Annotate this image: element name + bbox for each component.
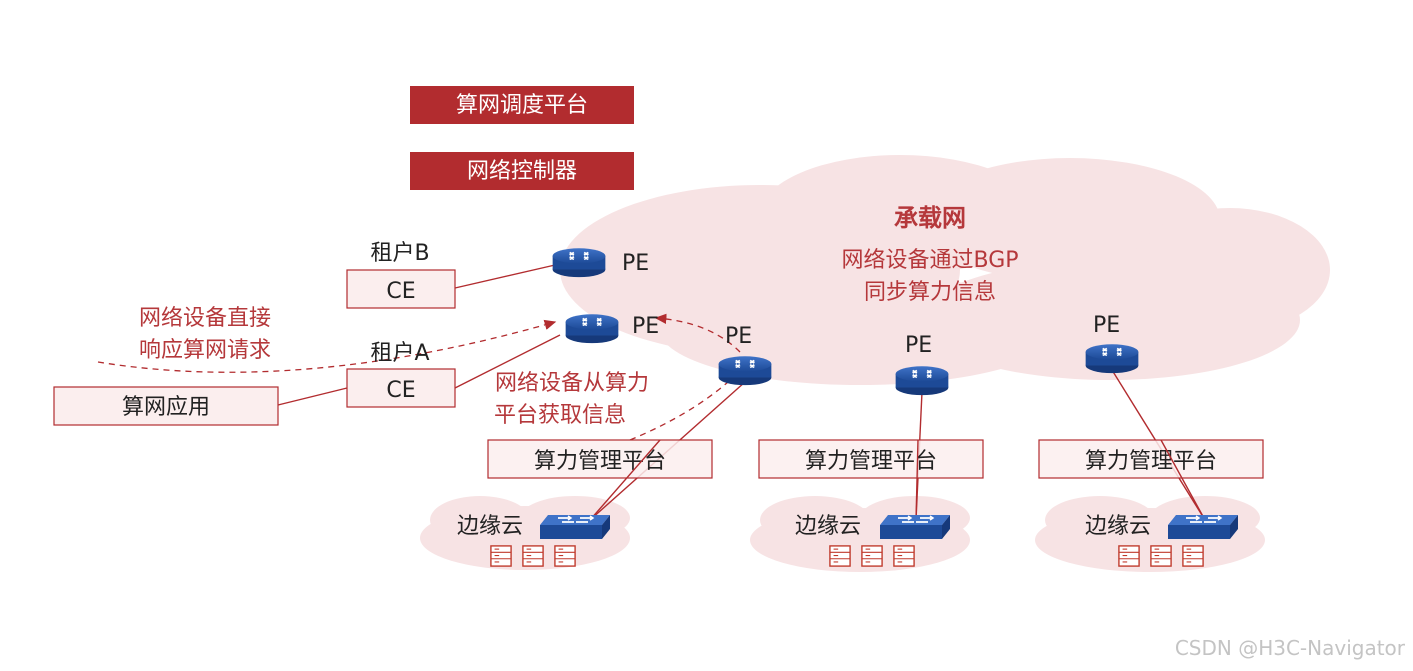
pe-label-3: PE <box>1093 313 1120 338</box>
tenant-a-label: 租户A <box>370 341 429 366</box>
link-app-ce-a <box>277 387 348 406</box>
scheduling-platform-label: 算网调度平台 <box>456 93 588 118</box>
note-direct-line1: 网络设备直接 <box>139 306 271 331</box>
server-icon <box>1150 545 1172 567</box>
server-icon <box>1118 545 1140 567</box>
edge-cloud-label-1: 边缘云 <box>457 514 523 539</box>
edge-cloud-label-2: 边缘云 <box>795 514 861 539</box>
server-icon <box>1182 545 1204 567</box>
ce-box-tenant-a <box>346 368 456 408</box>
dashed-arrow-pe-to-pe <box>654 313 741 353</box>
bearer-network-cloud <box>560 155 1330 385</box>
ce-box-tenant-b <box>346 269 456 309</box>
bearer-network-note-line2: 同步算力信息 <box>864 280 996 305</box>
edge-cloud-label-3: 边缘云 <box>1085 514 1151 539</box>
pe-label-2: PE <box>905 333 932 358</box>
tenant-b-label: 租户B <box>370 241 429 266</box>
switch-icon-edge-2 <box>880 514 950 540</box>
pe-label-tenant-a: PE <box>632 314 659 339</box>
note-fetch-line1: 网络设备从算力 <box>495 371 649 396</box>
link-ce-a-pe <box>454 334 561 389</box>
note-direct-line2: 响应算网请求 <box>139 338 271 363</box>
platform-crossing-lines <box>589 439 1206 521</box>
pe-label-1: PE <box>725 324 752 349</box>
compute-platform-label-1: 算力管理平台 <box>534 449 666 474</box>
compute-platform-label-2: 算力管理平台 <box>805 449 937 474</box>
ce-label-tenant-a: CE <box>386 378 415 403</box>
server-group-1 <box>490 545 576 567</box>
ce-label-tenant-b: CE <box>386 279 415 304</box>
watermark: CSDN @H3C-Navigator <box>1175 636 1406 660</box>
bearer-network-title: 承载网 <box>894 204 966 232</box>
server-icon <box>554 545 576 567</box>
dashed-arrows <box>97 313 741 441</box>
dashed-arrow-app-to-pe <box>97 319 557 373</box>
server-group-3 <box>1118 545 1204 567</box>
server-icon <box>861 545 883 567</box>
scheduling-platform-box <box>410 86 634 124</box>
dashed-arrow-platform-to-pe <box>629 381 729 441</box>
network-controller-box <box>410 152 634 190</box>
link-ce-b-pe <box>454 264 556 289</box>
compute-app-label: 算网应用 <box>122 395 210 420</box>
server-icon <box>829 545 851 567</box>
server-icon <box>490 545 512 567</box>
compute-platform-label-3: 算力管理平台 <box>1085 449 1217 474</box>
router-icon-pe-2 <box>894 365 950 396</box>
server-icon <box>893 545 915 567</box>
router-icon-pe-3 <box>1084 343 1140 374</box>
server-group-2 <box>829 545 915 567</box>
compute-platform-box-1 <box>487 439 713 479</box>
router-icon-pe-tenant-a <box>564 313 620 344</box>
router-icon-pe-1 <box>717 355 773 386</box>
compute-platform-box-2 <box>758 439 984 479</box>
compute-app-box <box>53 386 279 426</box>
compute-platform-box-3 <box>1038 439 1264 479</box>
pe-label-tenant-b: PE <box>622 251 649 276</box>
bearer-network-note-line1: 网络设备通过BGP <box>841 248 1018 273</box>
switch-icon-edge-1 <box>540 514 610 540</box>
router-icon-pe-tenant-b <box>551 247 607 278</box>
network-controller-label: 网络控制器 <box>467 159 577 184</box>
switch-icon-edge-3 <box>1168 514 1238 540</box>
server-icon <box>522 545 544 567</box>
note-fetch-line2: 平台获取信息 <box>494 403 626 428</box>
